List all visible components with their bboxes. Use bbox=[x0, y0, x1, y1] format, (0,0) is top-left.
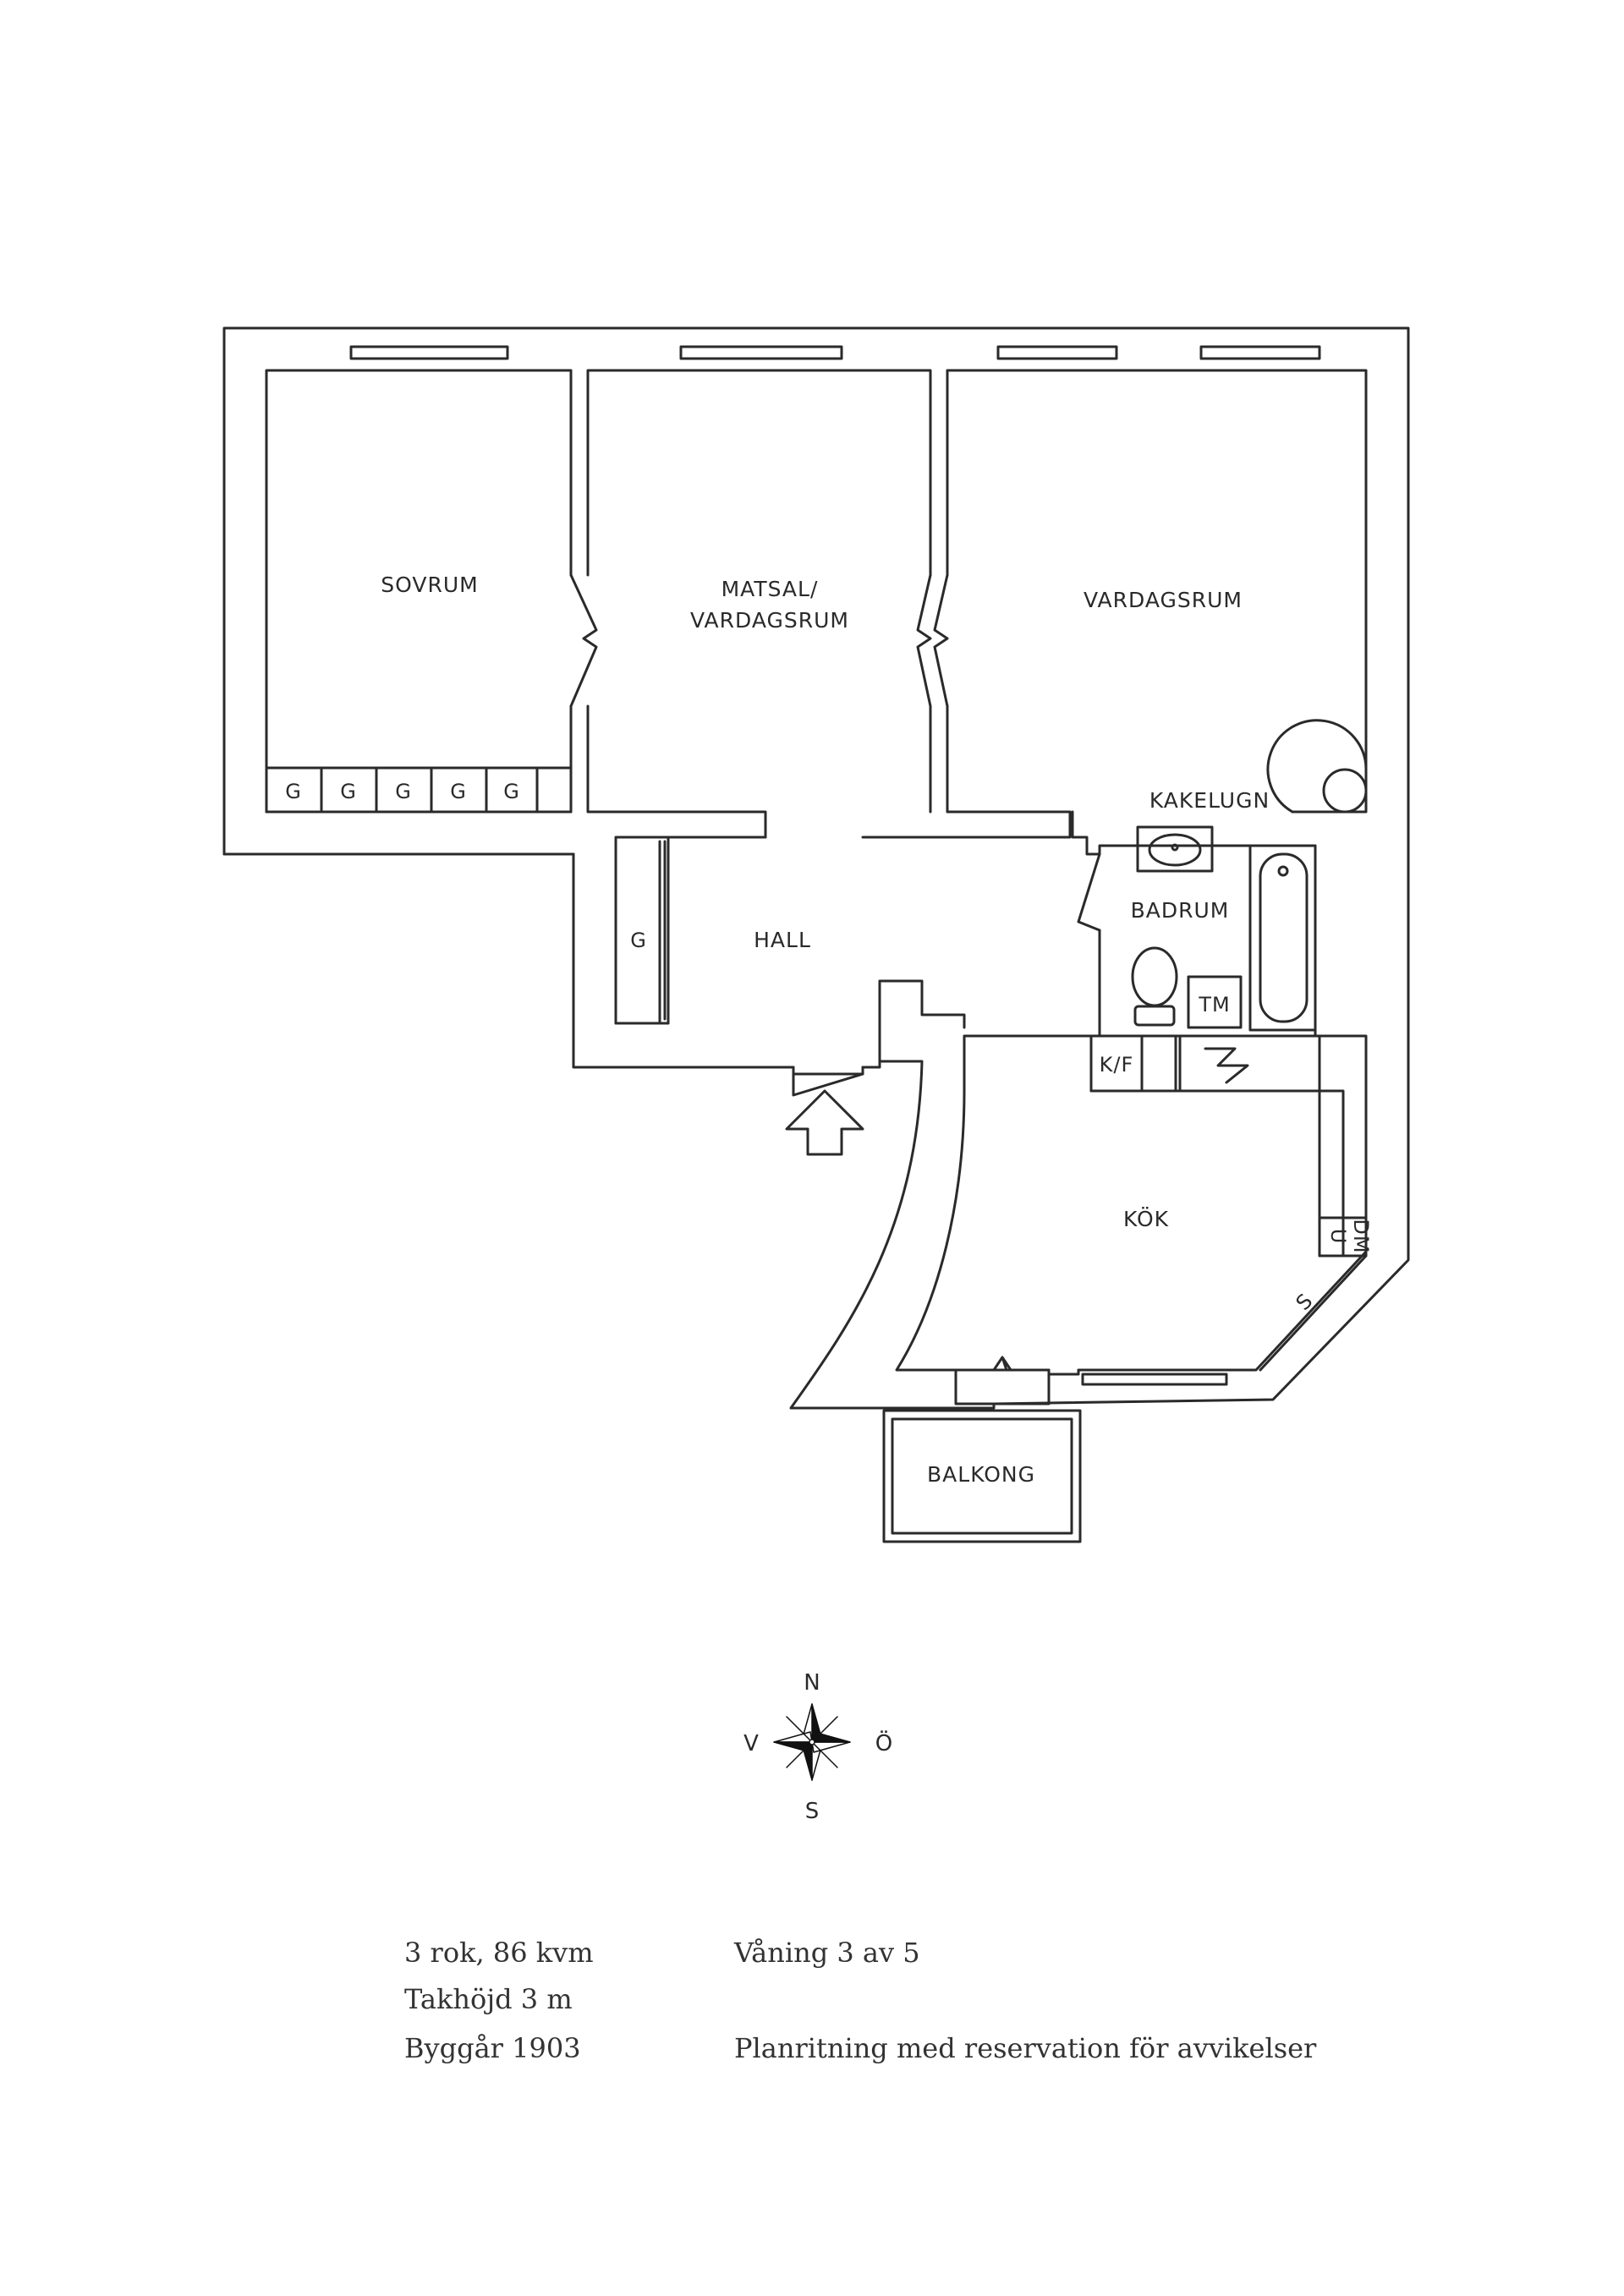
compass-west: V bbox=[743, 1731, 759, 1756]
bathtub bbox=[1248, 844, 1317, 1032]
window-2 bbox=[679, 345, 843, 360]
kitchen-fixtures bbox=[1089, 1034, 1368, 1372]
tm-box bbox=[1187, 975, 1243, 1029]
badrum bbox=[1071, 810, 1317, 1038]
window-3 bbox=[996, 345, 1118, 360]
exterior-wall-outline bbox=[222, 326, 1410, 1410]
sovrum-door-left bbox=[569, 573, 598, 708]
room-label-kakelugn: KAKELUGN bbox=[1149, 788, 1270, 813]
dm-label: DM bbox=[1349, 1219, 1373, 1253]
room-label-matsal-line1: MATSAL/ bbox=[721, 577, 819, 601]
wardrobe-label-3: G bbox=[395, 780, 412, 803]
sovrum-walls bbox=[265, 369, 573, 770]
room-label-hall: HALL bbox=[754, 928, 811, 952]
info-disclaimer: Planritning med reservation för avvikels… bbox=[734, 2032, 1317, 2064]
room-label-sovrum: SOVRUM bbox=[381, 573, 478, 597]
hall-closet-label: G bbox=[630, 929, 647, 952]
sovrum-wardrobes bbox=[265, 766, 573, 814]
matsal-right-door bbox=[916, 573, 932, 814]
room-label-vardagsrum: VARDAGSRUM bbox=[1084, 588, 1243, 612]
matsal-walls bbox=[586, 369, 932, 839]
hall-right-walls bbox=[861, 810, 1072, 1063]
wardrobe-label-1: G bbox=[285, 780, 302, 803]
sink bbox=[1136, 825, 1214, 873]
stove-icon bbox=[1204, 1047, 1249, 1084]
hall-closet bbox=[614, 836, 670, 1025]
entrance-arrow-icon bbox=[785, 1089, 864, 1156]
tm-label: TM bbox=[1198, 993, 1230, 1016]
window-1 bbox=[349, 345, 509, 360]
compass-north: N bbox=[804, 1670, 820, 1696]
toilet bbox=[1131, 946, 1178, 1027]
hall-upper-wall bbox=[222, 836, 767, 1025]
kf-label: K/F bbox=[1100, 1053, 1134, 1077]
room-label-kok: KÖK bbox=[1123, 1207, 1169, 1231]
entrance-door bbox=[792, 1066, 864, 1097]
kitchen-walls bbox=[895, 1034, 1368, 1376]
room-label-badrum: BADRUM bbox=[1131, 898, 1230, 923]
wardrobe-label-5: G bbox=[503, 780, 520, 803]
info-built: Byggår 1903 bbox=[404, 2032, 581, 2064]
info-rooms-area: 3 rok, 86 kvm bbox=[404, 1937, 594, 1969]
compass-east: Ö bbox=[875, 1729, 892, 1756]
wardrobe-label-2: G bbox=[340, 780, 357, 803]
balkong bbox=[882, 1409, 1082, 1543]
vardagsrum-door bbox=[933, 573, 949, 708]
info-floor: Våning 3 av 5 bbox=[734, 1937, 920, 1969]
room-label-balkong: BALKONG bbox=[927, 1462, 1035, 1487]
u-label: U bbox=[1326, 1229, 1350, 1245]
kitchen-balcony-door bbox=[954, 1356, 1228, 1406]
wardrobe-label-4: G bbox=[450, 780, 467, 803]
compass-rose-icon bbox=[773, 1703, 851, 1781]
kakelugn bbox=[1266, 719, 1368, 814]
info-ceiling: Takhöjd 3 m bbox=[404, 1983, 573, 2015]
window-4 bbox=[1199, 345, 1321, 360]
compass-south: S bbox=[805, 1799, 820, 1824]
room-label-matsal-line2: VARDAGSRUM bbox=[690, 608, 849, 633]
top-windows bbox=[349, 345, 1321, 360]
